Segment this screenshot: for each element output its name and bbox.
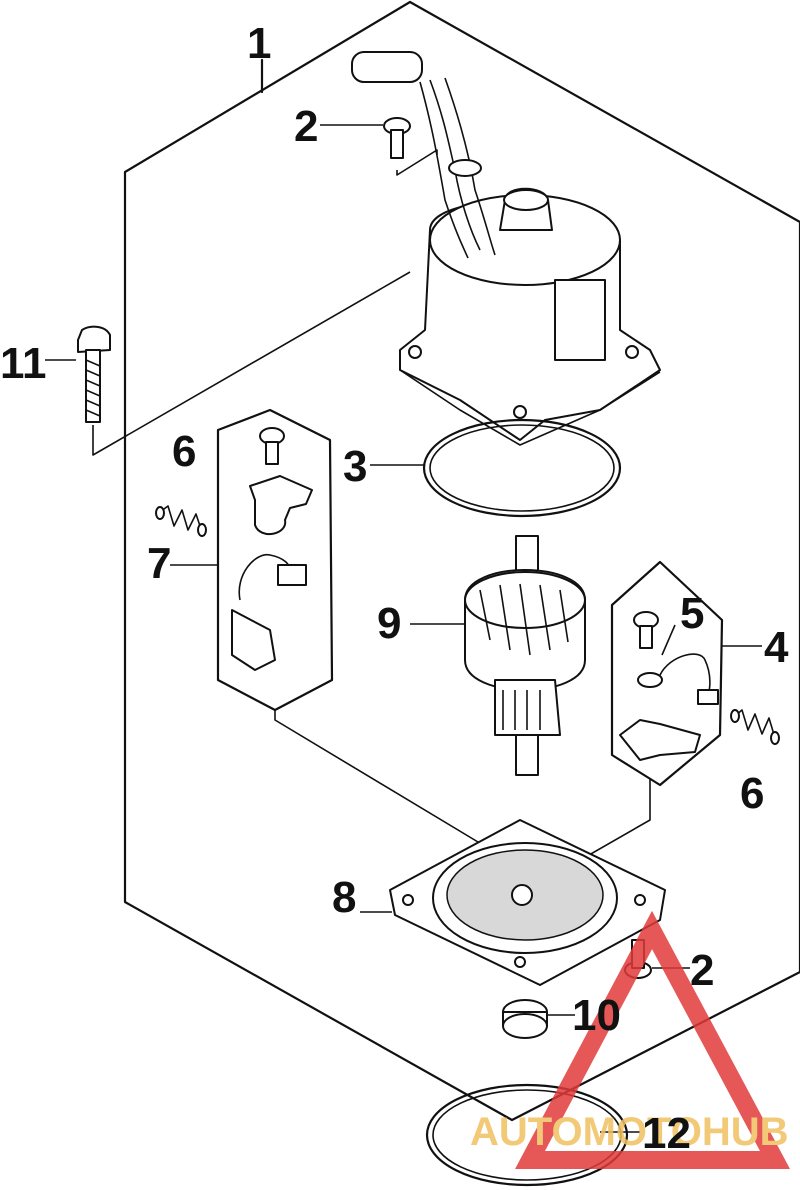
callout-3: 3 [343, 442, 367, 491]
watermark-logo: AUTOMOTOHUB [470, 910, 791, 1169]
callout-11: 11 [0, 339, 47, 388]
callout-2-bottom: 2 [690, 946, 714, 995]
callout-4: 4 [764, 623, 789, 672]
brush-holder-left [170, 408, 334, 712]
watermark-triangle [515, 910, 791, 1169]
motor-housing [399, 187, 661, 446]
watermark-text: AUTOMOTOHUB [470, 1110, 789, 1154]
armature-rotor [410, 535, 586, 776]
callout-9: 9 [377, 599, 401, 648]
callout-1: 1 [247, 19, 271, 68]
callout-labels: 1 2 3 4 5 6 6 7 8 9 10 11 2 12 [0, 19, 789, 1158]
spring-left [155, 505, 207, 537]
bottom-o-ring [425, 1083, 640, 1187]
brush-holder-right [610, 560, 762, 787]
long-bolt [45, 271, 411, 456]
callout-2-top: 2 [294, 102, 318, 151]
callout-12: 12 [642, 1109, 691, 1158]
callout-10: 10 [572, 991, 621, 1040]
base-plate [360, 819, 666, 986]
wire-harness [351, 51, 496, 259]
assembly-outline [123, 0, 800, 1122]
washer [502, 999, 575, 1039]
screw-top [320, 117, 438, 176]
o-ring-seal [370, 418, 622, 518]
callout-6-right: 6 [740, 769, 764, 818]
callout-7: 7 [147, 539, 171, 588]
callout-8: 8 [332, 873, 356, 922]
callout-5: 5 [680, 589, 704, 638]
callout-6-left: 6 [172, 427, 196, 476]
spring-right [730, 709, 780, 745]
